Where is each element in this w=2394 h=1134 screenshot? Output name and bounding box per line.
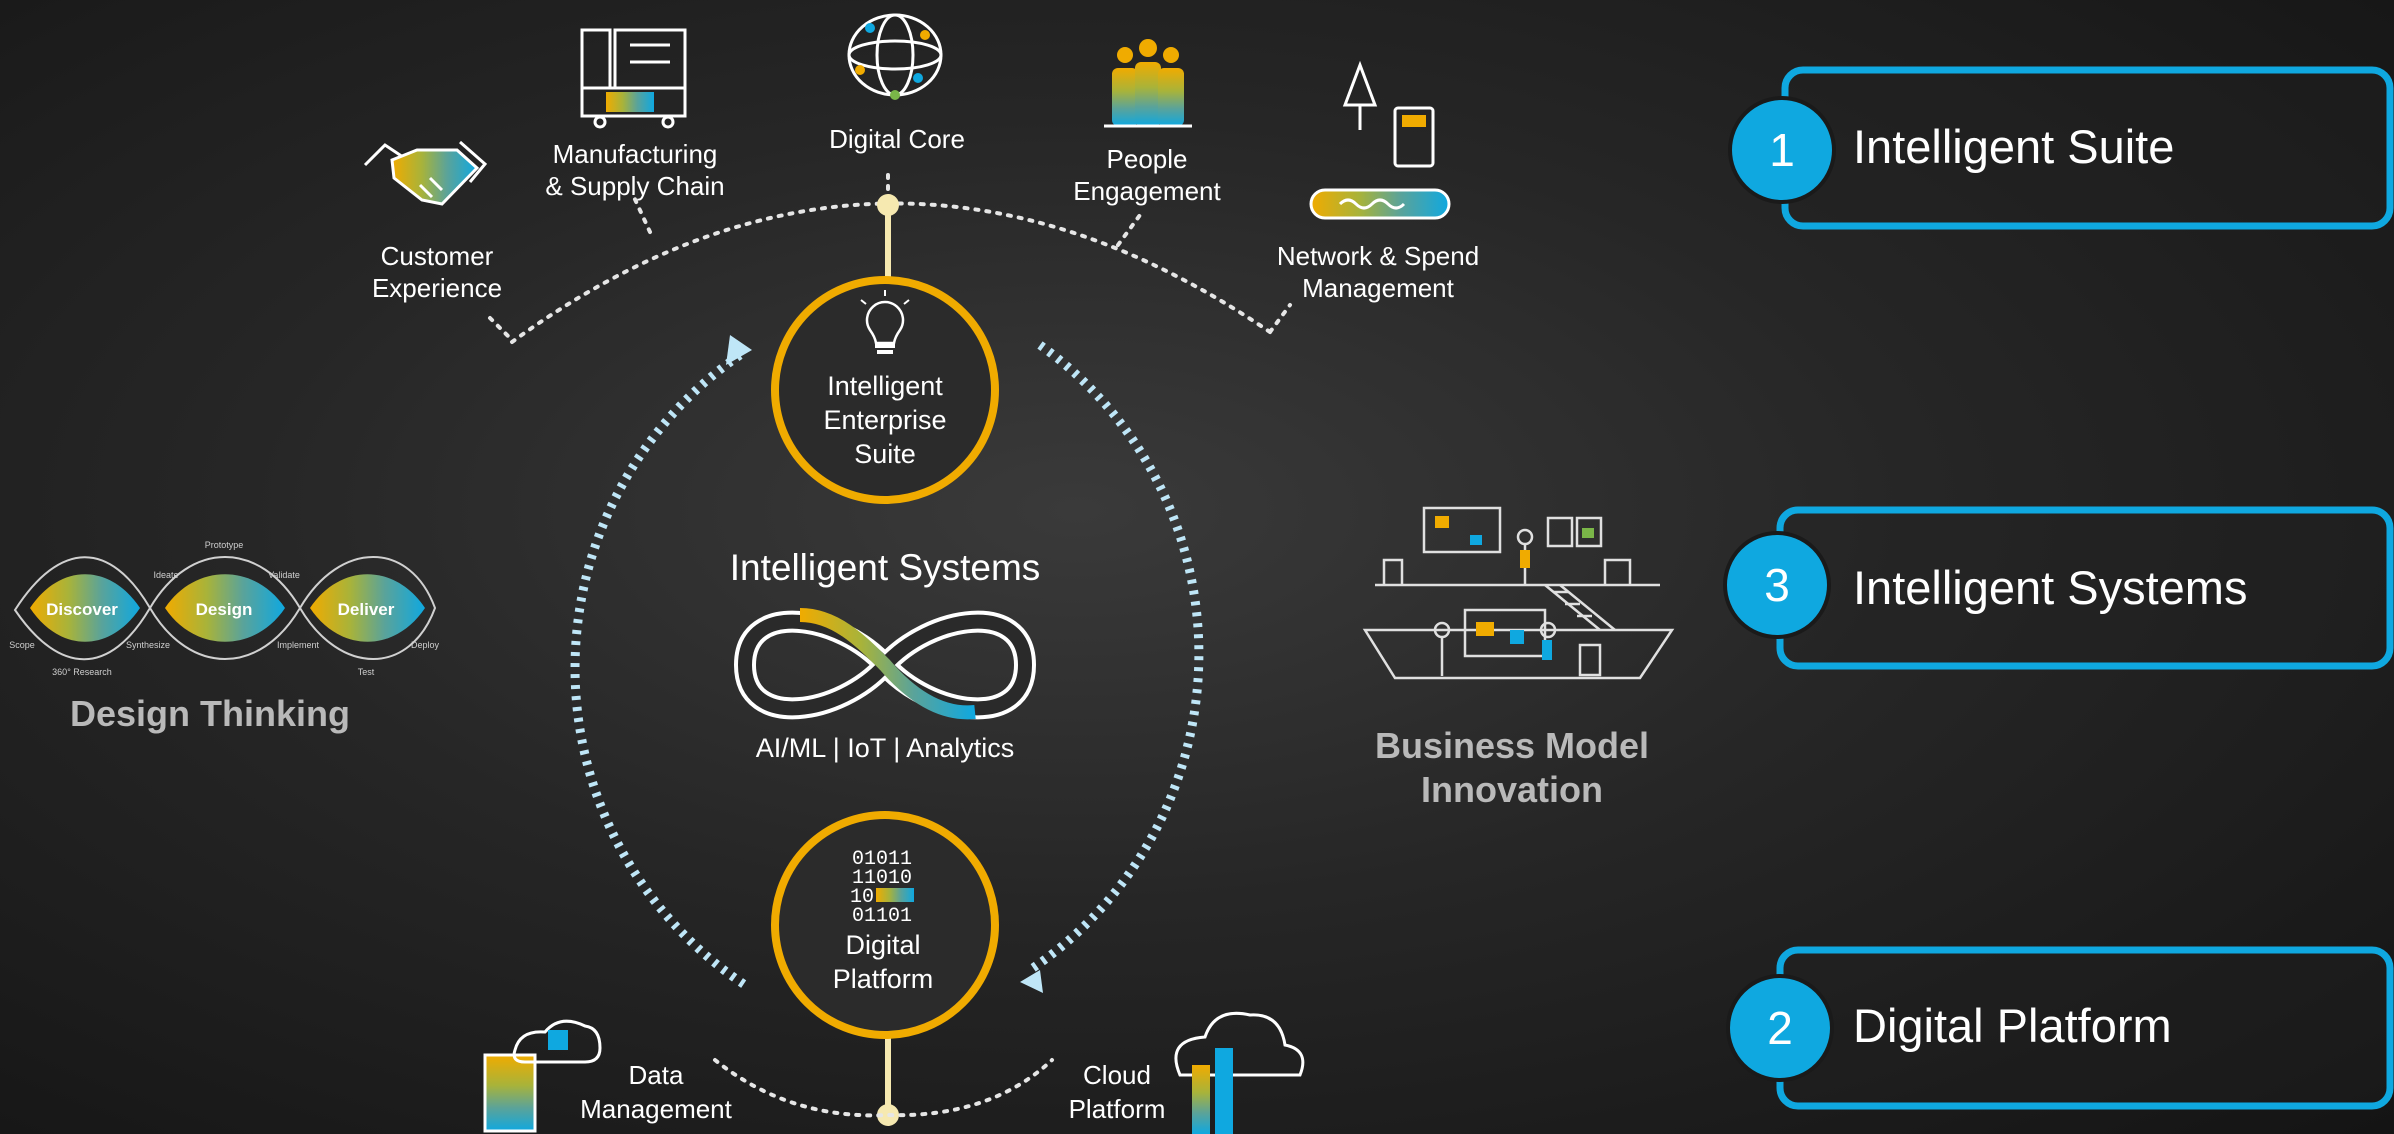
business-model-title-2: Innovation (1421, 769, 1603, 810)
svg-text:& Supply Chain: & Supply Chain (545, 171, 724, 201)
svg-text:Manufacturing: Manufacturing (553, 139, 718, 169)
network-spend-app: Network & Spend Management (1277, 60, 1479, 303)
center-connectors (877, 194, 899, 1126)
platform-label-1: Digital (845, 930, 920, 960)
svg-text:Experience: Experience (372, 273, 502, 303)
svg-text:Engagement: Engagement (1073, 176, 1221, 206)
customer-experience-app: Customer Experience (363, 140, 502, 303)
svg-text:Test: Test (358, 667, 375, 677)
pillar-label-1: Intelligent Suite (1853, 120, 2174, 173)
globe-network-icon (847, 13, 943, 100)
people-engagement-app: People Engagement (1073, 39, 1221, 206)
business-model-title-1: Business Model (1375, 725, 1649, 766)
svg-text:Cloud: Cloud (1083, 1060, 1151, 1090)
svg-text:Scope: Scope (9, 640, 35, 650)
stage-deliver: Deliver (338, 600, 395, 619)
svg-text:Network & Spend: Network & Spend (1277, 241, 1479, 271)
svg-text:Management: Management (1302, 273, 1455, 303)
svg-text:Customer: Customer (381, 241, 494, 271)
svg-text:Synthesize: Synthesize (126, 640, 170, 650)
svg-text:Prototype: Prototype (205, 540, 244, 550)
cloud-icon (1174, 1011, 1305, 1134)
svg-text:01011: 01011 (852, 848, 912, 871)
svg-text:People: People (1107, 144, 1188, 174)
lightbulb-icon (860, 290, 910, 354)
platform-node: 01011 11010 10 01101 Digital Platform (771, 811, 999, 1039)
suite-node: Intelligent Enterprise Suite (771, 276, 999, 504)
svg-text:Implement: Implement (277, 640, 320, 650)
pillar-label-2: Digital Platform (1853, 999, 2172, 1052)
svg-text:11010: 11010 (852, 867, 912, 890)
digital-core-app: Digital Core (829, 13, 965, 154)
cloud-platform-app: Cloud Platform (1069, 1011, 1305, 1134)
business-model-illustration (1362, 506, 1675, 680)
pillar-intelligent-suite: 1 Intelligent Suite (1728, 66, 2394, 230)
suite-label-3: Suite (854, 439, 916, 469)
svg-text:Data: Data (629, 1060, 684, 1090)
svg-text:360° Research: 360° Research (52, 667, 112, 677)
data-management-app: Data Management (483, 1019, 733, 1133)
svg-text:Management: Management (580, 1094, 733, 1124)
database-files-icon (483, 1019, 602, 1133)
handshake-icon (363, 140, 488, 206)
cycle-arrow-top (726, 335, 752, 365)
cycle-ring (570, 341, 1204, 989)
suite-label-2: Enterprise (823, 405, 946, 435)
pillar-number-3: 3 (1764, 559, 1790, 611)
svg-text:10: 10 (850, 886, 874, 909)
infinity-icon (733, 608, 1037, 720)
platform-label-2: Platform (833, 964, 934, 994)
factory-icon (580, 28, 687, 129)
cycle-arrow-bottom (1020, 970, 1043, 993)
stage-design: Design (196, 600, 253, 619)
stage-discover: Discover (46, 600, 118, 619)
svg-text:Validate: Validate (268, 570, 300, 580)
design-thinking-graphic: Discover Design Deliver Scope 360° Resea… (9, 540, 439, 677)
pillar-number-1: 1 (1769, 124, 1795, 176)
binary-code-icon: 01011 11010 10 01101 (850, 848, 914, 928)
svg-text:Platform: Platform (1069, 1094, 1166, 1124)
pillar-number-2: 2 (1767, 1002, 1793, 1054)
systems-caption: AI/ML | IoT | Analytics (756, 733, 1015, 763)
bottom-apps-arc (713, 1058, 1054, 1118)
suite-label-1: Intelligent (827, 371, 943, 401)
svg-text:01101: 01101 (852, 905, 912, 928)
svg-text:Digital Core: Digital Core (829, 124, 965, 154)
pillar-digital-platform: 2 Digital Platform (1726, 946, 2394, 1110)
svg-text:Ideate: Ideate (153, 570, 178, 580)
pillar-intelligent-systems: 3 Intelligent Systems (1723, 506, 2394, 670)
systems-title: Intelligent Systems (730, 547, 1041, 588)
pillar-label-3: Intelligent Systems (1853, 561, 2247, 614)
people-icon (1104, 39, 1192, 128)
svg-text:Deploy: Deploy (411, 640, 440, 650)
manufacturing-app: Manufacturing & Supply Chain (545, 28, 725, 201)
design-thinking-title: Design Thinking (70, 693, 350, 734)
calculator-icon (1309, 60, 1451, 220)
